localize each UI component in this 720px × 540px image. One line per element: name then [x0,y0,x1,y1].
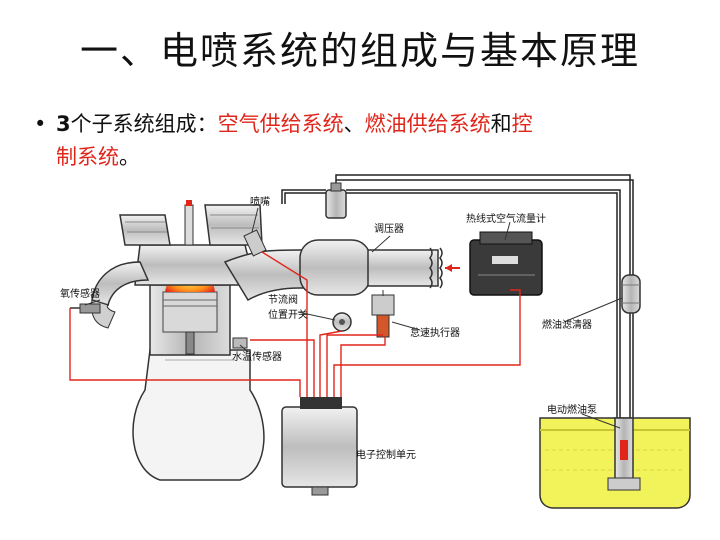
leader-lines [84,207,623,429]
label-coolant-sensor: 水温传感器 [232,350,282,363]
subsystem-fuel: 燃油供给系统 [364,112,491,136]
conjunction: 和 [490,112,512,136]
bullet-intro: 个子系统组成： [70,112,218,136]
subsystem-control-part2: 制系统 [56,145,119,169]
electric-fuel-pump [607,417,641,491]
bullet-count: 3 [56,112,71,136]
air-flow-meter [469,231,543,296]
pressure-regulator [325,182,347,219]
label-idle-actuator: 怠速执行器 [410,326,460,339]
intake-manifold [223,239,371,302]
subsystem-control-part1: 控 [511,112,533,136]
engine-block [132,349,265,481]
spark-plug [184,200,194,246]
label-injector: 喷嘴 [250,196,270,208]
intake-pipe [367,247,460,289]
label-pressure-regulator: 调压器 [374,223,404,235]
label-throttle-position-1: 节流阀 [268,293,298,306]
label-throttle-position-2: 位置开关 [268,308,308,321]
label-ecu: 电子控制单元 [356,448,416,461]
oxygen-sensor [70,303,101,314]
fuel-filter [621,274,641,314]
cylinder-head [119,204,263,286]
subsystem-air: 空气供给系统 [217,112,344,136]
wiring-harness [69,251,521,397]
label-air-flow-meter: 热线式空气流量计 [466,212,546,225]
label-oxygen-sensor: 氧传感器 [60,287,100,300]
page-title: 一、电喷系统的组成与基本原理 [79,29,640,73]
throttle-position-switch [332,312,352,332]
ecu-unit [281,397,358,496]
sentence-end: 。 [119,145,140,169]
label-fuel-filter: 燃油滤清器 [542,318,592,331]
cylinder [149,284,231,356]
label-fuel-pump: 电动燃油泵 [547,403,597,416]
coolant-temperature-sensor [232,337,248,349]
exhaust-manifold [91,261,150,329]
fuel-injector [243,229,267,257]
bullet-point: • 3个子系统组成：空气供给系统、燃油供给系统和控 制系统。 [34,108,694,174]
separator: 、 [343,112,365,136]
bullet-marker: • [34,112,47,136]
idle-actuator [371,290,395,338]
